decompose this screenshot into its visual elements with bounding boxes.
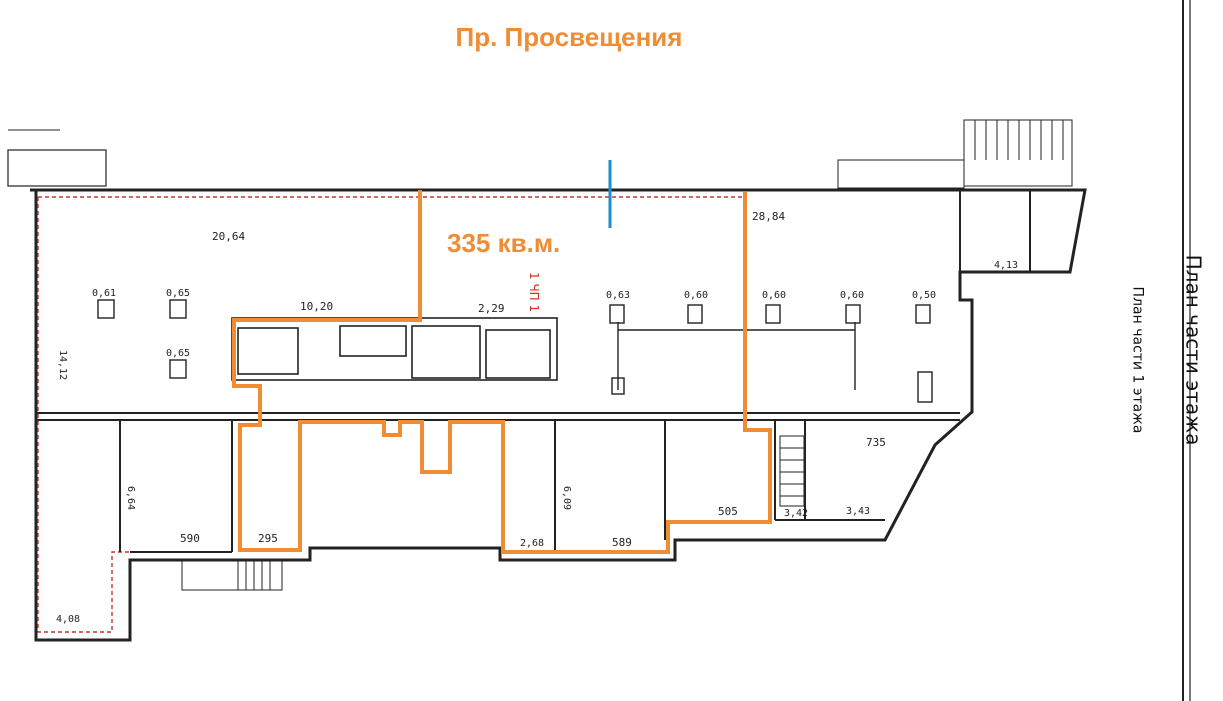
- measure-label: 295: [258, 532, 278, 545]
- measure-label: 14,12: [57, 350, 68, 380]
- measure-label: 735: [866, 436, 886, 449]
- measure-label: 6,09: [561, 486, 572, 510]
- unit-label: 1 ЧП 1: [527, 272, 541, 312]
- measure-label: 0,60: [684, 290, 708, 301]
- measure-label: 0,60: [840, 290, 864, 301]
- measure-label: 2,68: [520, 538, 544, 549]
- dashed-boundary: [37, 196, 745, 633]
- area-label: 335 кв.м.: [447, 228, 560, 258]
- measure-label: 590: [180, 532, 200, 545]
- measure-label: 10,20: [300, 300, 333, 313]
- core-block: [231, 317, 558, 381]
- premises-outline: [232, 190, 772, 554]
- measure-label: 4,13: [994, 260, 1018, 271]
- measure-label: 20,64: [212, 230, 245, 243]
- street-title: Пр. Просвещения: [455, 22, 683, 52]
- measure-label: 4,08: [56, 614, 80, 625]
- measure-label: 0,61: [92, 288, 116, 299]
- plan-title: План части этажа: [1181, 254, 1206, 446]
- plan-subtitle: План части 1 этажа: [1129, 286, 1146, 434]
- stair-hatch: [837, 119, 1073, 189]
- measure-label: 3,42: [784, 508, 808, 519]
- rails: [617, 322, 856, 390]
- measure-label: 505: [718, 505, 738, 518]
- measure-label: 28,84: [752, 210, 785, 223]
- measure-label: 3,43: [846, 506, 870, 517]
- measure-label: 0,60: [762, 290, 786, 301]
- stair-right: [779, 435, 805, 507]
- measure-label: 0,63: [606, 290, 630, 301]
- stair-bottom: [181, 559, 283, 591]
- measure-label: 6,64: [125, 486, 136, 510]
- measure-label: 0,65: [166, 348, 190, 359]
- stair-block: [7, 149, 107, 187]
- measure-label: 589: [612, 536, 632, 549]
- columns: [97, 299, 933, 403]
- measure-label: 0,65: [166, 288, 190, 299]
- measure-label: 0,50: [912, 290, 936, 301]
- measure-label: 2,29: [478, 302, 505, 315]
